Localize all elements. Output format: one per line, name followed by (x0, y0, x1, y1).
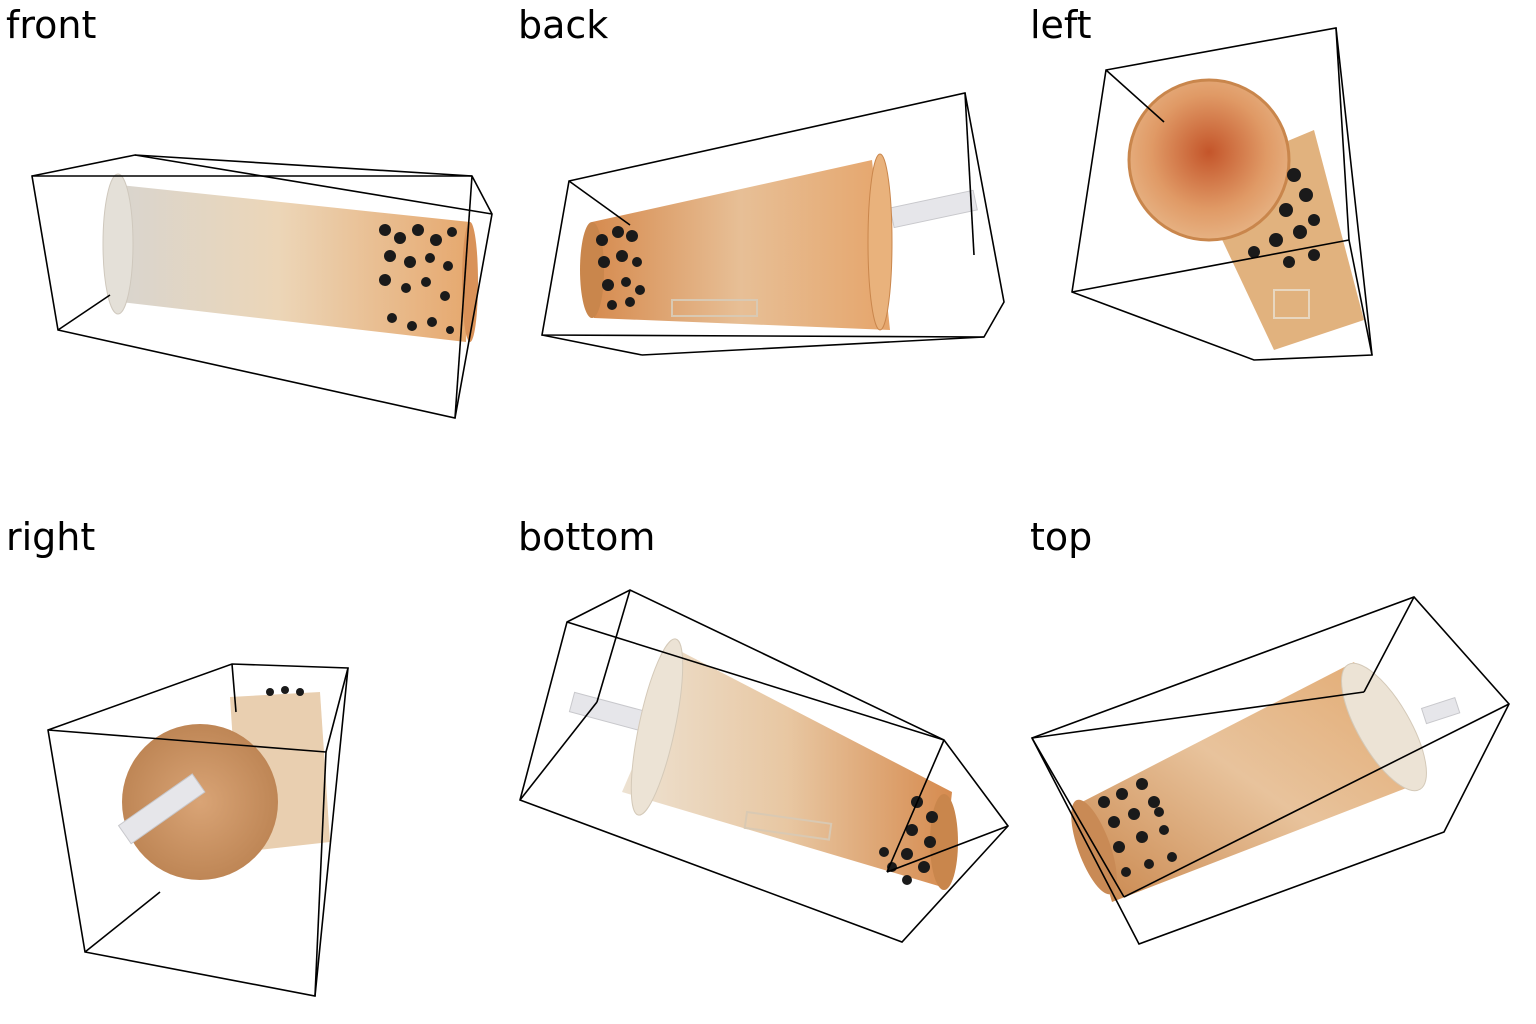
panel-front: front (0, 0, 512, 512)
top-cup (1071, 662, 1461, 902)
back-cup (580, 153, 978, 331)
view-title-right: right (6, 515, 96, 559)
top-pearls (1098, 778, 1177, 877)
view-title-top: top (1030, 515, 1093, 559)
view-title-left: left (1030, 3, 1092, 47)
right-render (47, 663, 349, 997)
bottom-pearls (879, 796, 938, 885)
top-render (1030, 596, 1510, 945)
right-bounding-box (47, 663, 349, 997)
view-title-front: front (6, 3, 97, 47)
panel-left: left (1024, 0, 1536, 512)
front-pearls (379, 224, 457, 334)
right-pearls (266, 686, 304, 696)
back-bounding-box (541, 92, 1005, 356)
left-bounding-box (1071, 27, 1373, 361)
right-cup (117, 686, 330, 880)
view-title-back: back (518, 3, 609, 47)
back-logo (671, 299, 758, 317)
bottom-logo (743, 810, 833, 841)
panel-top: top (1024, 512, 1536, 1024)
panel-back: back (512, 0, 1024, 512)
bottom-cup (568, 638, 958, 890)
back-straw (889, 189, 978, 229)
top-straw (1420, 696, 1461, 725)
left-logo (1273, 289, 1310, 319)
back-pearls (596, 226, 645, 310)
left-render (1071, 27, 1373, 361)
view-title-bottom: bottom (518, 515, 656, 559)
left-pearls (1248, 168, 1320, 268)
front-cup (102, 173, 478, 342)
front-render (31, 154, 493, 419)
bottom-render (519, 589, 1010, 943)
panel-bottom: bottom (512, 512, 1024, 1024)
front-bounding-box (31, 154, 493, 419)
right-straw (117, 773, 206, 845)
top-bounding-box (1030, 596, 1510, 945)
back-render (541, 92, 1005, 356)
bottom-bounding-box (519, 589, 1010, 943)
left-cup (1127, 78, 1364, 350)
panel-right: right (0, 512, 512, 1024)
